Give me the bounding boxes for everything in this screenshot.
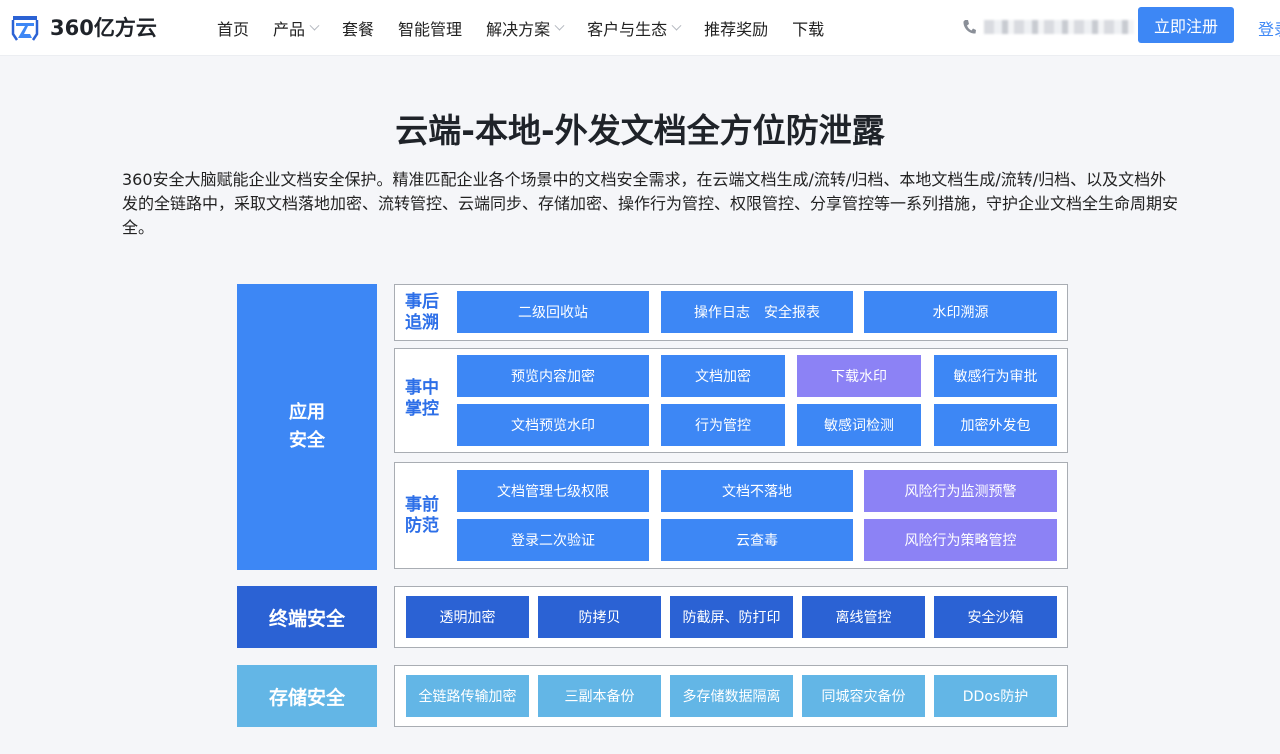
feature-cell: 三副本备份 bbox=[538, 675, 661, 717]
layer-label: 应用 bbox=[289, 402, 325, 423]
feature-cell: 防拷贝 bbox=[538, 596, 661, 638]
stage-before-prevention: 事前 防范 文档管理七级权限 文档不落地 风险行为监测预警 登录二次验证 云查毒… bbox=[394, 462, 1068, 569]
stage-after-traceability: 事后 追溯 二级回收站 操作日志 安全报表 水印溯源 bbox=[394, 284, 1068, 341]
feature-cell: 风险行为监测预警 bbox=[864, 470, 1057, 512]
nav-item-smart-management[interactable]: 智能管理 bbox=[386, 0, 474, 56]
stage-label-line: 掌控 bbox=[405, 399, 439, 419]
chevron-down-icon bbox=[671, 20, 682, 31]
feature-cell: 二级回收站 bbox=[457, 291, 649, 333]
feature-cell: 操作日志 安全报表 bbox=[661, 291, 853, 333]
feature-cell: 风险行为策略管控 bbox=[864, 519, 1057, 561]
feature-cell: 全链路传输加密 bbox=[406, 675, 529, 717]
phone-icon bbox=[963, 20, 976, 34]
layer-terminal-security: 终端安全 bbox=[237, 586, 377, 648]
feature-cell: 文档加密 bbox=[661, 355, 785, 397]
top-navigation-bar: 360亿方云 首页 产品 套餐 智能管理 解决方案 客户与生态 推荐奖励 下载 … bbox=[0, 0, 1280, 56]
nav-label: 下载 bbox=[792, 20, 825, 39]
nav-label: 解决方案 bbox=[486, 20, 551, 39]
stage-label-line: 事后 bbox=[405, 292, 439, 312]
stage-label-line: 事中 bbox=[405, 378, 439, 398]
layer-label: 安全 bbox=[289, 430, 325, 451]
stage-label: 事中 掌控 bbox=[405, 378, 445, 420]
feature-cell: 下载水印 bbox=[797, 355, 921, 397]
logo[interactable]: 360亿方云 bbox=[10, 9, 157, 45]
stage-label: 事前 防范 bbox=[405, 495, 445, 537]
register-button[interactable]: 立即注册 bbox=[1138, 7, 1234, 43]
feature-cell: 离线管控 bbox=[802, 596, 925, 638]
nav-label: 智能管理 bbox=[398, 20, 463, 39]
feature-cell: 云查毒 bbox=[661, 519, 853, 561]
stage-label: 事后 追溯 bbox=[405, 292, 445, 334]
nav-item-customers-ecosystem[interactable]: 客户与生态 bbox=[575, 0, 692, 56]
feature-cell: 预览内容加密 bbox=[457, 355, 649, 397]
feature-cell: 水印溯源 bbox=[864, 291, 1057, 333]
feature-cell: 多存储数据隔离 bbox=[670, 675, 793, 717]
storage-security-features: 全链路传输加密 三副本备份 多存储数据隔离 同城容灾备份 DDos防护 bbox=[394, 665, 1068, 727]
nav-item-products[interactable]: 产品 bbox=[261, 0, 330, 56]
feature-cell: 文档管理七级权限 bbox=[457, 470, 649, 512]
stage-during-control: 事中 掌控 预览内容加密 文档加密 下载水印 敏感行为审批 文档预览水印 行为管… bbox=[394, 348, 1068, 453]
stage-label-line: 追溯 bbox=[405, 313, 439, 333]
feature-cell: 透明加密 bbox=[406, 596, 529, 638]
section-title: 云端-本地-外发文档全方位防泄露 bbox=[395, 111, 885, 150]
feature-cell: 敏感行为审批 bbox=[934, 355, 1057, 397]
stage-label-line: 防范 bbox=[405, 516, 439, 536]
feature-cell: 行为管控 bbox=[661, 404, 785, 446]
main-nav: 首页 产品 套餐 智能管理 解决方案 客户与生态 推荐奖励 下载 bbox=[205, 0, 836, 56]
layer-storage-security: 存储安全 bbox=[237, 665, 377, 727]
nav-label: 产品 bbox=[273, 20, 306, 39]
section-description: 360安全大脑赋能企业文档安全保护。精准匹配企业各个场景中的文档安全需求，在云端… bbox=[122, 170, 1179, 237]
feature-cell: 安全沙箱 bbox=[934, 596, 1057, 638]
nav-item-plans[interactable]: 套餐 bbox=[330, 0, 386, 56]
login-link[interactable]: 登录 bbox=[1258, 20, 1280, 39]
feature-cell: 文档预览水印 bbox=[457, 404, 649, 446]
nav-label: 套餐 bbox=[342, 20, 375, 39]
feature-cell: 同城容灾备份 bbox=[802, 675, 925, 717]
nav-item-solutions[interactable]: 解决方案 bbox=[474, 0, 575, 56]
logo-icon bbox=[10, 12, 40, 42]
terminal-security-features: 透明加密 防拷贝 防截屏、防打印 离线管控 安全沙箱 bbox=[394, 586, 1068, 648]
logo-text: 360亿方云 bbox=[50, 16, 157, 40]
phone-number-blurred bbox=[984, 20, 1134, 34]
nav-label: 推荐奖励 bbox=[704, 20, 769, 39]
chevron-down-icon bbox=[554, 20, 565, 31]
nav-item-home[interactable]: 首页 bbox=[205, 0, 261, 56]
nav-item-download[interactable]: 下载 bbox=[780, 0, 836, 56]
layer-application-security: 应用 安全 bbox=[237, 284, 377, 570]
contact-phone bbox=[962, 16, 1134, 38]
feature-cell: 防截屏、防打印 bbox=[670, 596, 793, 638]
feature-cell: 文档不落地 bbox=[661, 470, 853, 512]
nav-item-referral-rewards[interactable]: 推荐奖励 bbox=[692, 0, 780, 56]
feature-cell: 加密外发包 bbox=[934, 404, 1057, 446]
feature-cell: 敏感词检测 bbox=[797, 404, 921, 446]
nav-label: 首页 bbox=[217, 20, 250, 39]
stage-label-line: 事前 bbox=[405, 495, 439, 515]
nav-label: 客户与生态 bbox=[587, 20, 668, 39]
feature-cell: DDos防护 bbox=[934, 675, 1057, 717]
chevron-down-icon bbox=[309, 20, 320, 31]
feature-cell: 登录二次验证 bbox=[457, 519, 649, 561]
